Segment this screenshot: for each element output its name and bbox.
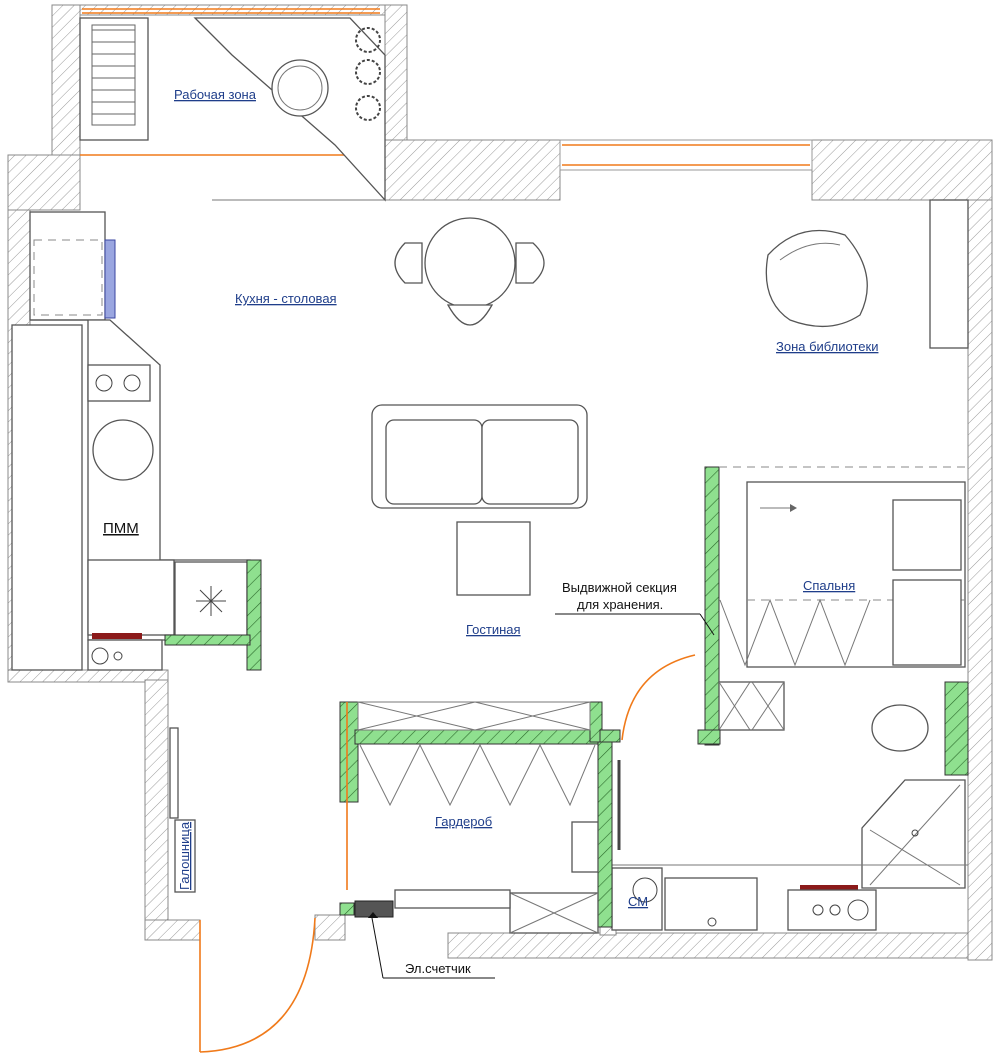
library-area: Зона библиотеки [765, 199, 969, 354]
shower-tray [861, 779, 966, 889]
label-bedroom: Спальня [803, 578, 855, 593]
label-washing-machine: СМ [628, 894, 648, 909]
wardrobe-area: Гардероб [339, 701, 621, 934]
door-swing-entry [199, 917, 316, 1053]
label-pmm: ПММ [103, 520, 139, 537]
plant-icon [355, 27, 381, 121]
cooktop [87, 364, 151, 402]
label-storage-line1: Выдвижной секция [562, 580, 677, 595]
coffee-table [456, 521, 531, 596]
door-swing-bedroom [621, 654, 696, 741]
kitchen-area: ПММ Кухня - столовая [11, 211, 337, 671]
label-storage-line2: для хранения. [577, 597, 663, 612]
sink-icon [92, 419, 154, 481]
toilet-icon [871, 704, 929, 752]
label-shoe-rack: Галошница [177, 821, 192, 890]
living-room-area: Гостиная [371, 404, 588, 637]
dining-table-area [394, 217, 545, 326]
work-zone-area: Рабочая зона [79, 17, 386, 202]
label-work-zone: Рабочая зона [174, 87, 257, 102]
label-kitchen-dining: Кухня - столовая [235, 291, 337, 306]
vacuum-icon [571, 821, 599, 873]
radiator-icon [91, 24, 136, 126]
bedroom-area: Спальня [704, 466, 968, 746]
washing-machine-icon [632, 877, 658, 903]
windows [80, 8, 813, 201]
label-library-zone: Зона библиотеки [776, 339, 878, 354]
storage-callout: Выдвижной секция для хранения. [555, 580, 715, 636]
label-electric-meter: Эл.счетчик [405, 961, 471, 976]
office-chair-icon [271, 59, 329, 117]
storage-drawers [719, 598, 871, 667]
label-wardrobe: Гардероб [435, 814, 492, 829]
armchair-icon [765, 229, 868, 328]
sofa-icon [371, 404, 588, 509]
bathroom-area: СМ [611, 681, 969, 931]
fan-icon [196, 586, 226, 616]
label-living-room: Гостиная [466, 622, 521, 637]
entry-area: Галошница Эл.счетчик [169, 702, 495, 1053]
kitchen-partition [164, 559, 262, 671]
dining-table [424, 217, 516, 309]
chair-icon [394, 242, 545, 326]
